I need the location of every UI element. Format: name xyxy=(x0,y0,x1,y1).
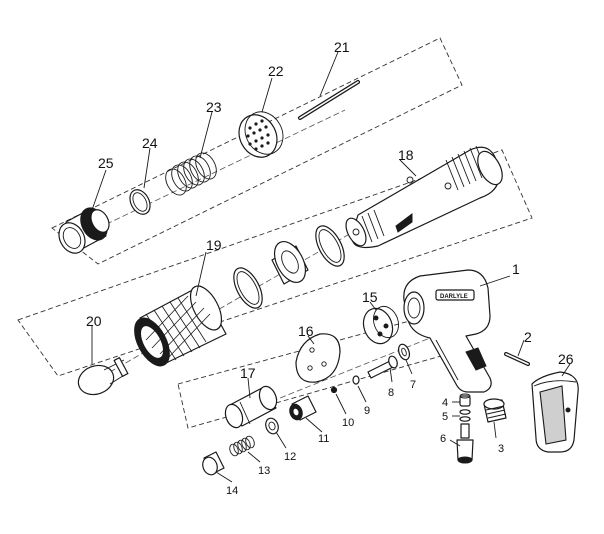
callout-17: 17 xyxy=(240,365,256,381)
part-3-air-inlet xyxy=(483,398,507,423)
callout-1: 1 xyxy=(512,261,520,277)
leader-lines xyxy=(91,51,571,483)
part-21-rod xyxy=(298,80,360,120)
callout-26: 26 xyxy=(558,351,574,367)
retaining-ring-left xyxy=(233,267,263,309)
part-2-pin xyxy=(504,352,530,366)
part-18-barrel xyxy=(345,145,503,249)
part-17-piston xyxy=(224,385,278,429)
hex-nut-middle xyxy=(271,241,309,285)
part-26-handle-grip xyxy=(531,371,579,453)
callout-22: 22 xyxy=(268,63,284,79)
callout-19: 19 xyxy=(206,237,222,253)
group-outline-middle xyxy=(17,149,533,377)
group-outline-top xyxy=(51,37,463,265)
part-8-valve-pin xyxy=(367,355,398,379)
callout-12: 12 xyxy=(284,451,296,463)
part-5-o-rings xyxy=(459,409,471,422)
callout-10: 10 xyxy=(342,417,354,429)
callout-labels: 1 2 3 4 5 6 7 8 9 10 11 12 13 14 15 16 1… xyxy=(86,39,574,497)
part-19-knurled-sleeve xyxy=(134,285,227,367)
callout-9: 9 xyxy=(364,405,370,417)
part-9-o-ring xyxy=(352,375,360,385)
part-14-cap xyxy=(202,451,225,476)
part-13-spring xyxy=(229,435,255,457)
callout-16: 16 xyxy=(298,323,314,339)
part-7-washer xyxy=(397,343,411,361)
callout-14: 14 xyxy=(226,485,238,497)
callout-18: 18 xyxy=(398,147,414,163)
callout-11: 11 xyxy=(318,433,329,445)
part-1-handle-body: DARLYLE xyxy=(403,269,492,393)
callout-8: 8 xyxy=(388,387,394,399)
callout-5: 5 xyxy=(442,411,448,423)
part-24-o-ring xyxy=(129,189,151,215)
callout-21: 21 xyxy=(334,39,350,55)
axis-top xyxy=(89,109,346,233)
retaining-ring-right xyxy=(315,225,345,267)
callout-24: 24 xyxy=(142,135,158,151)
part-16-gasket-plate xyxy=(295,333,341,383)
part-15-valve-housing xyxy=(362,305,399,345)
part-10-ball xyxy=(330,386,338,394)
callout-7: 7 xyxy=(410,379,416,391)
part-22-perforated-disc xyxy=(238,111,284,158)
callout-13: 13 xyxy=(258,465,270,477)
callout-23: 23 xyxy=(206,99,222,115)
callout-20: 20 xyxy=(86,313,102,329)
part-23-spring xyxy=(165,152,217,196)
callout-25: 25 xyxy=(98,155,114,171)
part-25-retainer-nut xyxy=(58,207,110,254)
part-6-regulator-valve xyxy=(456,423,474,464)
part-12-washer xyxy=(265,417,279,435)
callout-2: 2 xyxy=(524,329,532,345)
part-20-chisel-head xyxy=(77,357,129,396)
callout-3: 3 xyxy=(498,443,504,455)
callout-4: 4 xyxy=(442,397,448,409)
callout-6: 6 xyxy=(440,433,446,445)
brand-logo-text: DARLYLE xyxy=(440,294,468,300)
part-4-bushing xyxy=(459,393,471,407)
part-11-valve-seat xyxy=(289,395,317,421)
callout-15: 15 xyxy=(362,289,378,305)
